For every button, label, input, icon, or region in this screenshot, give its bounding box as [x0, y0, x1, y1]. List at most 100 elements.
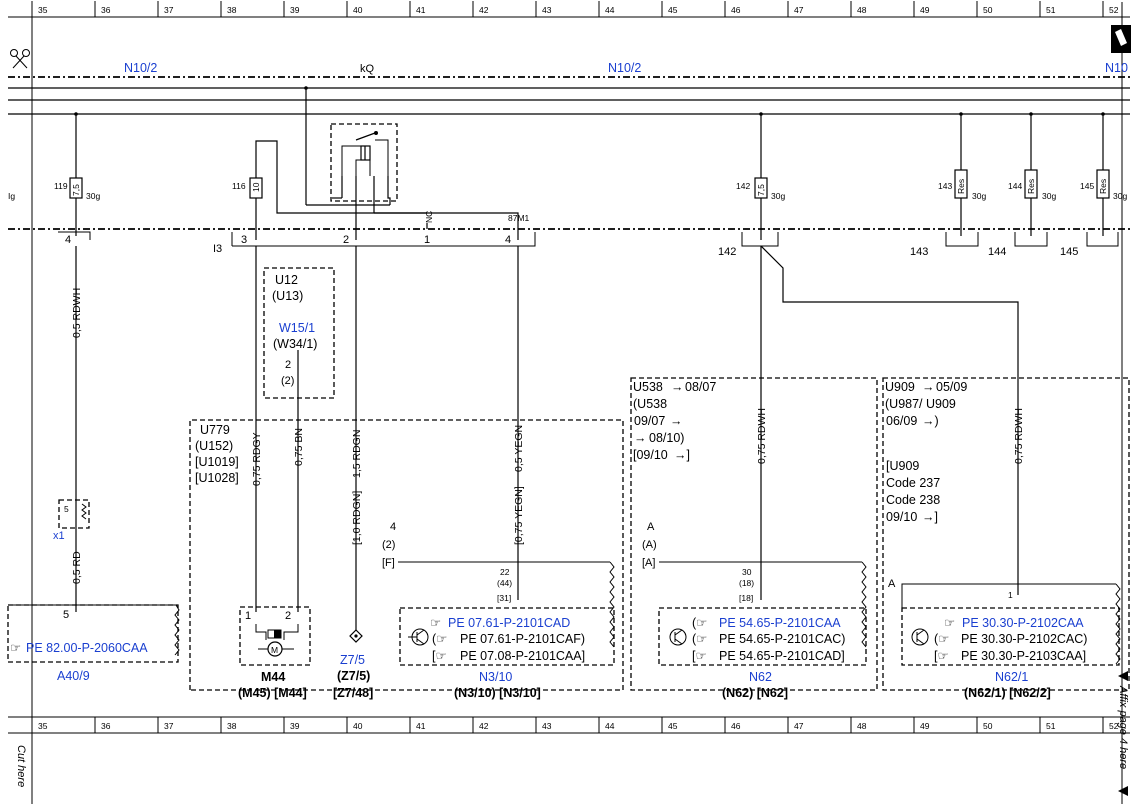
n62-pin-bracket: [A] — [642, 557, 655, 569]
fuse-119[interactable]: 7,5 119 30g 4 — [54, 112, 100, 246]
u909-label: U909 — [885, 380, 915, 394]
fuse-144-number: 144 — [1008, 181, 1022, 191]
n621-name[interactable]: N62/1 — [995, 670, 1028, 684]
n62-sub: (N62) [N62] — [722, 686, 788, 700]
reference-hand-icon: (☞ — [432, 632, 447, 646]
n621-ref-3: PE 30.30-P-2103CAA] — [961, 649, 1086, 663]
relay-kq[interactable] — [304, 86, 398, 240]
n621-pin: A — [888, 578, 896, 590]
u538-from: 09/07 — [634, 414, 665, 428]
x1-label[interactable]: x1 — [53, 530, 65, 542]
n621-sub: (N62/1) [N62/2] — [964, 686, 1051, 700]
u909-from: 06/09 — [886, 414, 917, 428]
z7-5-link[interactable]: Z7/5 — [340, 653, 365, 667]
m44-name: M44 — [261, 670, 285, 684]
n62-contact-2: (18) — [739, 578, 754, 588]
fuse-142[interactable]: 7,5 142 30g 142 — [718, 112, 785, 258]
reference-hand-icon: [☞ — [934, 649, 949, 663]
u12-label: U12 — [275, 273, 298, 287]
bus-label-left[interactable]: N10/2 — [124, 61, 157, 75]
u13-label: (U13) — [272, 289, 303, 303]
ruler-number: 49 — [920, 721, 930, 731]
x1-pin: 5 — [64, 504, 69, 514]
n62-name[interactable]: N62 — [749, 670, 772, 684]
a40-name[interactable]: A40/9 — [57, 669, 90, 683]
ruler-number: 36 — [101, 5, 111, 15]
ruler-number: 35 — [38, 5, 48, 15]
wire-label-rdgn-alt: [1,0 RDGN] — [351, 491, 363, 545]
fuse-145-rating: Res — [1098, 179, 1108, 194]
reference-hand-icon: ☞ — [10, 641, 21, 655]
arrow-right-icon: → — [671, 380, 684, 394]
n62-ref-3: PE 54.65-P-2101CAD] — [719, 649, 845, 663]
n62-ref-2: PE 54.65-P-2101CAC) — [719, 632, 845, 646]
scissors-icon — [10, 49, 30, 69]
ruler-number: 40 — [353, 5, 363, 15]
w15-link[interactable]: W15/1 — [279, 321, 315, 335]
reference-hand-icon: (☞ — [692, 632, 707, 646]
ruler-number: 44 — [605, 5, 615, 15]
n310-pin-f: [F] — [382, 557, 395, 569]
bus-label-right[interactable]: N10 — [1105, 61, 1128, 75]
n621-ref-1[interactable]: PE 30.30-P-2102CAA — [962, 616, 1084, 630]
transistor-icon — [408, 628, 429, 646]
fuse-145[interactable]: Res 145 30g 145 — [1060, 112, 1127, 258]
u909-date: 05/09 — [936, 380, 967, 394]
n62-1-block[interactable]: A 1 ☞ PE 30.30-P-2102CAA (☞ PE 30.30-P-2… — [888, 578, 1121, 700]
ruler-number: 41 — [416, 5, 426, 15]
relay-pin-4: 4 — [505, 234, 511, 246]
ruler-number: 42 — [479, 721, 489, 731]
x1-connector[interactable]: 5 x1 — [53, 499, 90, 542]
u779-label: U779 — [200, 423, 230, 437]
ruler-number: 38 — [227, 5, 237, 15]
ruler-number: 51 — [1046, 721, 1056, 731]
fuse-142-rating: 7,5 — [756, 184, 766, 196]
fuse-119-pin: 4 — [65, 234, 71, 246]
u909-bracket: [U909 — [886, 459, 919, 473]
n62-block[interactable]: A (A) [A] 30 (18) [18] (☞ PE 54.65-P-210… — [642, 521, 867, 700]
n310-ref-1[interactable]: PE 07.61-P-2101CAD — [448, 616, 570, 630]
reference-hand-icon: [☞ — [432, 649, 447, 663]
u1028-label: [U1028] — [195, 471, 239, 485]
m44-motor[interactable]: 1 2 M M44 (M45) [M44] — [238, 606, 311, 700]
wire-label-rd: 0,5 RD — [71, 551, 83, 584]
ruler-number: 37 — [164, 5, 174, 15]
page-tab-icon[interactable] — [1111, 25, 1131, 53]
ruler-number: 45 — [668, 5, 678, 15]
wire-rdwh-n621[interactable] — [760, 245, 1019, 595]
m44-pin-2: 2 — [285, 610, 291, 622]
fuse-143[interactable]: Res 143 30g 143 — [910, 112, 986, 258]
ruler-number: 39 — [290, 721, 300, 731]
n3-10-block[interactable]: 4 (2) [F] 22 (44) [31] ☞ PE 07.61-P-2101… — [382, 521, 615, 700]
wire-label-bn: 0,75 BN — [293, 428, 305, 466]
u779-region: U779 (U152) [U1019] [U1028] — [189, 419, 624, 691]
ruler-number: 41 — [416, 721, 426, 731]
code-238: Code 238 — [886, 493, 940, 507]
wire-label-rdgn: 1,5 RDGN — [351, 430, 363, 478]
n62-ref-1[interactable]: PE 54.65-P-2101CAA — [719, 616, 841, 630]
arrow-right-icon: →] — [922, 510, 938, 524]
bus-label-kq: kQ — [360, 63, 375, 75]
a40-9-block[interactable]: 5 ☞ PE 82.00-P-2060CAA A40/9 — [7, 604, 180, 683]
u987-label: (U987/ U909 — [885, 397, 956, 411]
relay-pin-3: 3 — [241, 234, 247, 246]
reference-hand-icon: ☞ — [430, 616, 441, 630]
wire-label-rdgy: 0,75 RDGY — [251, 432, 263, 486]
ruler-number: 44 — [605, 721, 615, 731]
n62-contact-3: [18] — [739, 593, 753, 603]
wire-label-rdwh-1: 0,5 RDWH — [71, 288, 83, 338]
ruler-number: 47 — [794, 5, 804, 15]
fuse-144[interactable]: Res 144 30g 144 — [988, 112, 1056, 258]
n62-contact-1: 30 — [742, 567, 752, 577]
ruler-number: 40 — [353, 721, 363, 731]
m44-sub: (M45) [M44] — [238, 686, 307, 700]
n310-name[interactable]: N3/10 — [479, 670, 512, 684]
a40-reference[interactable]: PE 82.00-P-2060CAA — [26, 641, 148, 655]
bus-label-center[interactable]: N10/2 — [608, 61, 641, 75]
fuse-119-suffix: 30g — [86, 191, 100, 201]
code-237: Code 237 — [886, 476, 940, 490]
fuse-116[interactable]: 10 116 — [232, 140, 427, 240]
fuse-142-pin: 142 — [718, 246, 736, 258]
motor-letter: M — [271, 645, 278, 655]
ruler-number: 42 — [479, 5, 489, 15]
